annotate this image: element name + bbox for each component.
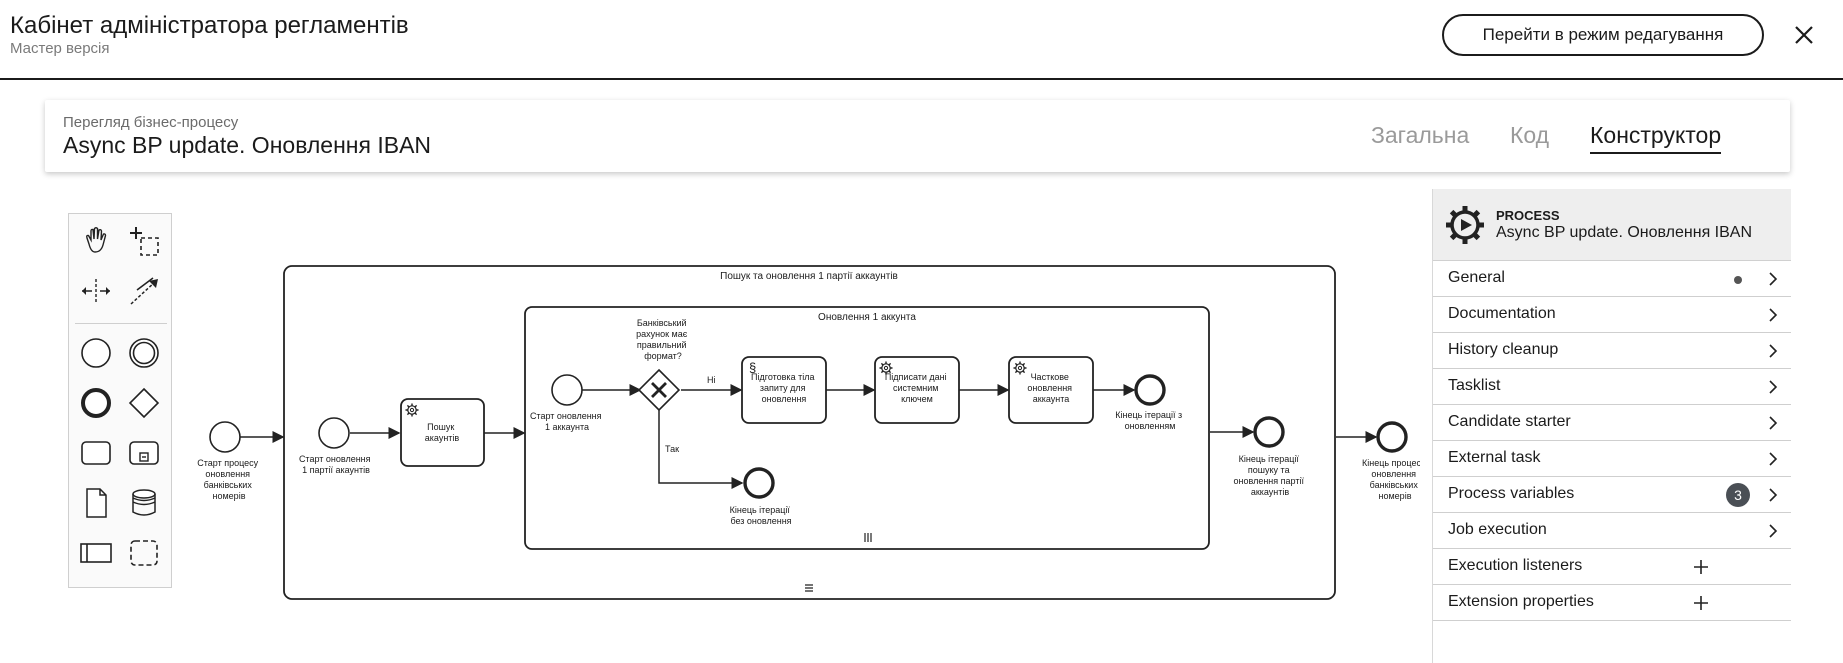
end-process-event[interactable] [1376,421,1408,453]
task-prepare-request[interactable] [741,356,827,424]
gateway-icon[interactable] [127,386,161,420]
group-label: Documentation [1448,305,1556,322]
task-icon[interactable] [79,436,113,470]
add-plus-icon[interactable] [1693,595,1709,611]
task-sign-data[interactable] [874,356,960,424]
group-icon[interactable] [127,536,161,570]
start-account-event[interactable] [551,374,583,406]
flow-label-yes: Так [665,444,679,454]
intermediate-event-icon[interactable] [127,336,161,370]
group-label: Candidate starter [1448,413,1571,430]
tab-code[interactable]: Код [1510,122,1550,148]
chevron-right-icon [1769,416,1778,430]
data-object-icon[interactable] [79,486,113,520]
group-candidate-starter[interactable]: Candidate starter [1433,405,1791,441]
chevron-right-icon [1769,344,1778,358]
group-label: Tasklist [1448,377,1501,394]
task-prepare-label: Підготовка тіла запиту для оновлення [751,372,817,404]
process-header-card: Перегляд бізнес-процесу Async BP update.… [45,100,1790,172]
script-task-icon: § [749,360,756,375]
subprocess-icon[interactable] [127,436,161,470]
chevron-right-icon [1769,380,1778,394]
multi-instance-parallel-icon [864,533,872,542]
app-title: Кабінет адміністратора регламентів [10,12,409,39]
pool-icon[interactable] [79,536,113,570]
properties-panel: PROCESS Async BP update. Оновлення IBAN … [1432,189,1791,663]
group-label: History cleanup [1448,341,1559,358]
task-partial-label: Часткове оновлення аккаунта [1027,372,1074,404]
data-store-icon[interactable] [127,486,161,520]
element-name-label: Async BP update. Оновлення IBAN [1496,224,1753,241]
group-external-task[interactable]: External task [1433,441,1791,477]
group-general[interactable]: General [1433,261,1791,297]
chevron-right-icon [1769,452,1778,466]
multi-instance-sequential-icon [805,584,813,592]
group-label: External task [1448,449,1541,466]
inner-subprocess[interactable] [524,306,1210,550]
has-values-dot-icon [1734,276,1742,284]
group-extension-properties[interactable]: Extension properties [1433,585,1791,621]
end-iteration-no-update-label: Кінець ітерації без оновлення [730,505,793,526]
properties-header: PROCESS Async BP update. Оновлення IBAN [1433,189,1791,261]
start-batch-event[interactable] [318,417,350,449]
end-iteration-update-event[interactable] [1134,374,1166,406]
flow-label-no: Ні [707,375,716,385]
group-tasklist[interactable]: Tasklist [1433,369,1791,405]
group-execution-listeners[interactable]: Execution listeners [1433,549,1791,585]
tool-palette [68,213,172,588]
start-event-icon[interactable] [79,336,113,370]
close-icon[interactable] [1793,24,1815,46]
card-subtitle: Перегляд бізнес-процесу [63,114,239,131]
start-process-event[interactable] [209,421,241,453]
gateway-x-icon [651,382,667,398]
group-label: Process variables [1448,485,1575,502]
task-sign-label: Підписати дані системним ключем [885,372,949,404]
tab-constructor[interactable]: Конструктор [1590,122,1722,154]
hand-tool-icon[interactable] [79,224,113,258]
end-event-icon[interactable] [79,386,113,420]
task-partial-update[interactable] [1008,356,1094,424]
process-gear-icon [1446,206,1484,244]
group-label: General [1448,269,1505,286]
end-batch-label: Кінець ітерації пошуку та оновлення парт… [1234,454,1307,497]
start-account-label: Старт оновлення 1 аккаунта [530,411,604,432]
app-subtitle: Мастер версія [10,40,110,57]
group-label: Extension properties [1448,593,1594,610]
add-plus-icon[interactable] [1693,559,1709,575]
inner-subprocess-label: Оновлення 1 аккунта [818,312,916,323]
task-search-accounts[interactable] [400,398,485,467]
count-badge: 3 [1726,483,1750,507]
group-job-execution[interactable]: Job execution [1433,513,1791,549]
group-label: Job execution [1448,521,1547,538]
end-batch-event[interactable] [1253,416,1285,448]
group-process-variables[interactable]: Process variables 3 [1433,477,1791,513]
lasso-tool-icon[interactable] [127,224,161,258]
chevron-right-icon [1769,488,1778,502]
chevron-right-icon [1769,308,1778,322]
palette-separator [75,323,167,324]
end-process-label: Кінець процесу оновлення банківських ном… [1362,458,1420,501]
sequence-flows [240,384,1378,489]
bpmn-diagram[interactable]: Пошук та оновлення 1 партії аккаунтів Он… [190,255,1420,615]
chevron-right-icon [1769,524,1778,538]
group-history-cleanup[interactable]: History cleanup [1433,333,1791,369]
group-documentation[interactable]: Documentation [1433,297,1791,333]
group-label: Execution listeners [1448,557,1583,574]
process-title: Async BP update. Оновлення IBAN [63,132,432,158]
chevron-right-icon [1769,272,1778,286]
edit-mode-button[interactable]: Перейти в режим редагування [1442,14,1764,56]
top-bar: Кабінет адміністратора регламентів Масте… [0,0,1843,80]
end-iteration-update-label: Кінець ітерації з оновленням [1115,410,1184,431]
start-process-label: Старт процесу оновлення банківських номе… [197,458,260,501]
outer-subprocess-label: Пошук та оновлення 1 партії аккаунтів [720,271,898,282]
global-connect-icon[interactable] [127,274,161,308]
tab-general[interactable]: Загальна [1371,122,1470,148]
end-iteration-no-update-event[interactable] [743,467,775,499]
task-search-label: Пошук акаунтів [425,422,460,443]
start-batch-label: Старт оновлення 1 партії акаунтів [299,454,373,475]
gateway-label: Банківський рахунок має правильний форма… [636,318,690,361]
element-type-label: PROCESS [1496,208,1560,223]
space-tool-icon[interactable] [79,274,113,308]
